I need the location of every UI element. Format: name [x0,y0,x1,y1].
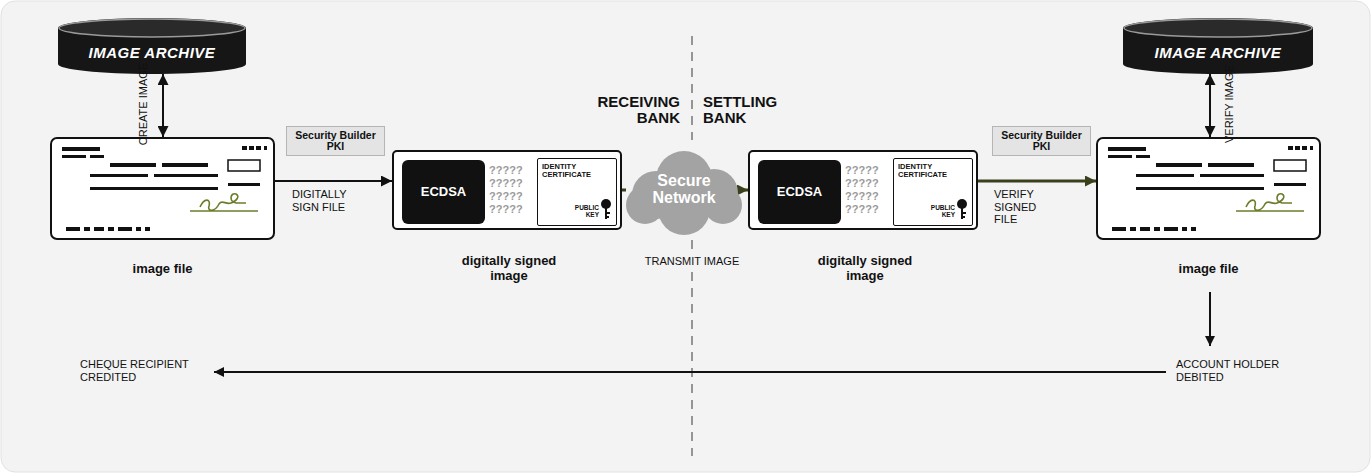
signature-glyphs: ????? [845,203,879,216]
caption: digitally signed image [449,254,569,284]
edge-label: VERIFY IMAGE [1223,65,1236,143]
cheque-art [50,137,275,240]
connector [622,189,626,192]
ecdsa-block: ECDSA [758,160,841,224]
signed-image-box: ECDSA IDENTITY CERTIFICATE PUBLIC KEY?????… [748,150,978,230]
image-archive: IMAGE ARCHIVE [1123,18,1313,74]
node-label: Secure Network [634,143,734,237]
signature-glyphs: ????? [489,177,523,190]
caption: image file [52,262,273,277]
key-label: PUBLIC KEY [565,204,599,218]
node-label: ECDSA [758,160,841,224]
caption: image file [1098,262,1319,277]
node-label: Security Builder PKI [993,127,1090,155]
caption: digitally signed image [805,254,925,284]
network-cloud: Secure Network [626,143,742,237]
image-archive: IMAGE ARCHIVE [58,18,246,74]
cylinder-body [1123,18,1313,74]
node-label: IMAGE ARCHIVE [1123,36,1313,70]
credit-arrow [214,371,1166,373]
bank-heading: RECEIVING BANK [582,94,680,126]
debit-label: ACCOUNT HOLDER DEBITED [1176,358,1280,383]
edge-label: VERIFY SIGNED FILE [994,188,1058,226]
connector [978,180,1096,183]
node-label: Security Builder PKI [287,127,384,155]
signature-glyphs: ????? [845,190,879,203]
signature-glyphs: ????? [845,177,879,190]
signature-glyphs: ????? [489,190,523,203]
node-label: IMAGE ARCHIVE [58,36,246,70]
cheque-image: image file [50,137,275,240]
key-icon [955,198,969,220]
connector [275,180,392,182]
transmit-label: TRANSMIT IMAGE [641,253,744,270]
identity-certificate: IDENTITY CERTIFICATE PUBLIC KEY [537,158,617,226]
identity-certificate: IDENTITY CERTIFICATE PUBLIC KEY [893,158,973,226]
node-label: ECDSA [402,160,485,224]
connector [162,74,164,137]
signed-image-box: ECDSA IDENTITY CERTIFICATE PUBLIC KEY?????… [392,150,622,230]
cheque-image: image file [1096,137,1321,240]
debit-arrow [1209,292,1211,346]
cylinder-top [1124,19,1312,37]
cylinder-top [59,19,245,37]
cylinder-body [58,18,246,74]
ecdsa-block: ECDSA [402,160,485,224]
cheque-art [1096,137,1321,240]
pki-box: Security Builder PKI [286,126,385,156]
key-label: PUBLIC KEY [921,204,955,218]
signature-glyphs: ????? [489,203,523,216]
edge-label: CREATE IMAGE [137,63,150,145]
key-icon [599,198,613,220]
certificate-title: IDENTITY CERTIFICATE [898,163,958,180]
edge-label: DIGITALLY SIGN FILE [292,188,356,213]
credit-label: CHEQUE RECIPIENT CREDITED [80,358,198,383]
bank-heading: SETTLING BANK [703,94,801,126]
certificate-title: IDENTITY CERTIFICATE [542,163,602,180]
bank-divider [691,36,693,456]
connector [1209,74,1211,137]
pki-box: Security Builder PKI [992,126,1091,156]
signature-glyphs: ????? [489,164,523,177]
signature-glyphs: ????? [845,164,879,177]
